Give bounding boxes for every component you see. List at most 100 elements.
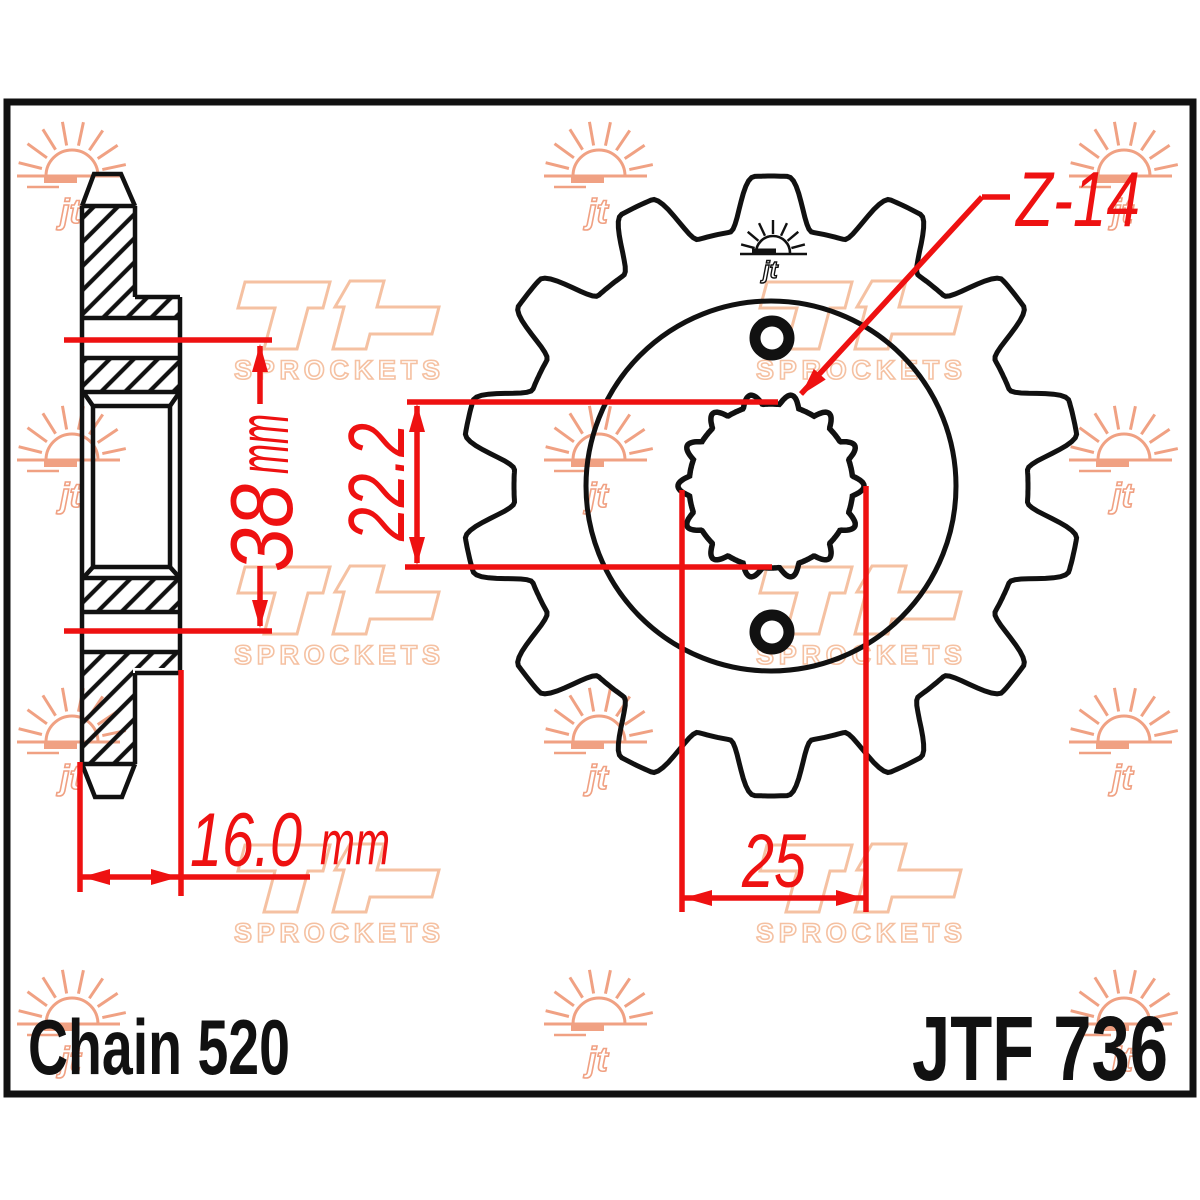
side-outline (82, 391, 95, 408)
sun-ray (1148, 992, 1171, 1008)
jt-logo-letter (853, 564, 963, 636)
sun-watermark-icon: jt (17, 405, 127, 516)
sun-ray (18, 161, 43, 170)
dimension-lines (64, 194, 1010, 912)
jt-sprockets-watermark: SPROCKETS (233, 564, 446, 671)
sun-arc (571, 148, 627, 177)
sun-ray (96, 428, 119, 444)
sun-ray (1093, 976, 1109, 999)
jt-logo-letter (758, 565, 854, 636)
jt-logo-letter (236, 843, 332, 914)
sun-ray (1140, 129, 1156, 152)
sun-ray (1112, 687, 1121, 712)
dimension-arrowhead (801, 368, 826, 395)
sun-ray (623, 144, 646, 160)
sun-ray (26, 708, 48, 725)
sun-ray (1154, 163, 1179, 172)
dimension-arrowhead (409, 404, 425, 432)
chain-size-label: Chain 520 (28, 1003, 290, 1091)
hub-diameter-label: 25 (741, 819, 806, 904)
sun-ray (1070, 445, 1095, 454)
sun-ray (1154, 729, 1179, 738)
sun-ray (1140, 413, 1156, 436)
jt-logo-letter (758, 280, 854, 351)
dimension-arrowhead (252, 600, 268, 628)
dimension-line (798, 195, 985, 396)
bolt-hole-bottom (749, 609, 795, 655)
sun-ray (568, 128, 584, 151)
sun-ray (26, 990, 48, 1007)
jt-watermark-text: jt (56, 477, 82, 515)
teeth-count-label: Z-14 (1014, 155, 1140, 243)
sun-ray (587, 969, 596, 994)
sun-ray (76, 969, 85, 994)
sun-ray (26, 142, 48, 159)
sun-ray (41, 694, 57, 717)
sun-ray (603, 687, 612, 712)
sun-ray (1093, 128, 1109, 151)
jt-watermark-text: jt (1108, 1041, 1134, 1079)
sun-ray (1148, 710, 1171, 726)
sun-ray (629, 447, 654, 456)
sun-ray (102, 1011, 127, 1020)
sun-ray (568, 694, 584, 717)
hatch-region-band-lower (84, 580, 178, 610)
jt-watermark-text: jt (56, 1041, 82, 1079)
sun-ray (1070, 161, 1095, 170)
sun-ray (1093, 412, 1109, 435)
sun-ray (102, 163, 127, 172)
sun-watermark-icon: jt (544, 969, 654, 1080)
sun-arc (754, 234, 792, 254)
sun-ray (587, 405, 596, 430)
sun-ray (1112, 405, 1121, 430)
sun-ray (76, 121, 85, 146)
sun-ray (603, 405, 612, 430)
sun-arc (571, 996, 627, 1025)
sun-ray (1128, 687, 1137, 712)
sun-ray (18, 727, 43, 736)
jt-logo-letter (758, 843, 854, 914)
sun-watermark-icon: jt (1069, 687, 1179, 798)
jt-watermark-text: jt (583, 759, 609, 797)
jt-sun-logo-small: jt (740, 220, 807, 285)
sprockets-watermark-text: SPROCKETS (234, 640, 446, 670)
sun-ray (18, 445, 43, 454)
jt-watermark-text: jt (583, 1041, 609, 1079)
sun-ray (96, 992, 119, 1008)
sun-ray (1128, 405, 1137, 430)
hatch-region-upper (84, 208, 178, 316)
sun-ray (545, 1009, 570, 1018)
jt-sprockets-watermark: SPROCKETS (233, 842, 441, 949)
sun-ray (623, 992, 646, 1008)
hatch-region-band-upper (84, 360, 178, 390)
sun-arc (44, 996, 100, 1025)
hatch-region-lower (84, 654, 178, 762)
sun-ray (1128, 121, 1137, 146)
sun-ray (60, 687, 69, 712)
jt-watermark-text: jt (1108, 193, 1134, 231)
sun-arc (1096, 432, 1152, 461)
side-outline (82, 565, 95, 579)
jt-sprockets-watermark: SPROCKETS (755, 279, 963, 386)
part-number-label: JTF 736 (912, 998, 1168, 1100)
side-outline (168, 391, 181, 408)
sun-ray (615, 977, 631, 1000)
sun-watermark-icon: jt (1069, 121, 1179, 232)
jt-sprockets-watermark: SPROCKETS (755, 842, 968, 949)
sun-ray (553, 426, 575, 443)
sun-ray (1078, 990, 1100, 1007)
jt-logo-letter (236, 280, 332, 351)
width-unit-label: mm (224, 414, 304, 474)
jt-watermark-text: jt (1108, 759, 1134, 797)
sun-ray (757, 222, 767, 237)
sun-ray (568, 976, 584, 999)
sun-ray (746, 230, 760, 242)
jt-watermark-text: jt (583, 193, 609, 231)
sun-ray (1112, 121, 1121, 146)
sprocket-inner-circle (583, 298, 959, 674)
dimension-arrowhead (82, 869, 110, 885)
sun-ray (96, 144, 119, 160)
sprockets-watermark-text: SPROCKETS (756, 918, 968, 948)
